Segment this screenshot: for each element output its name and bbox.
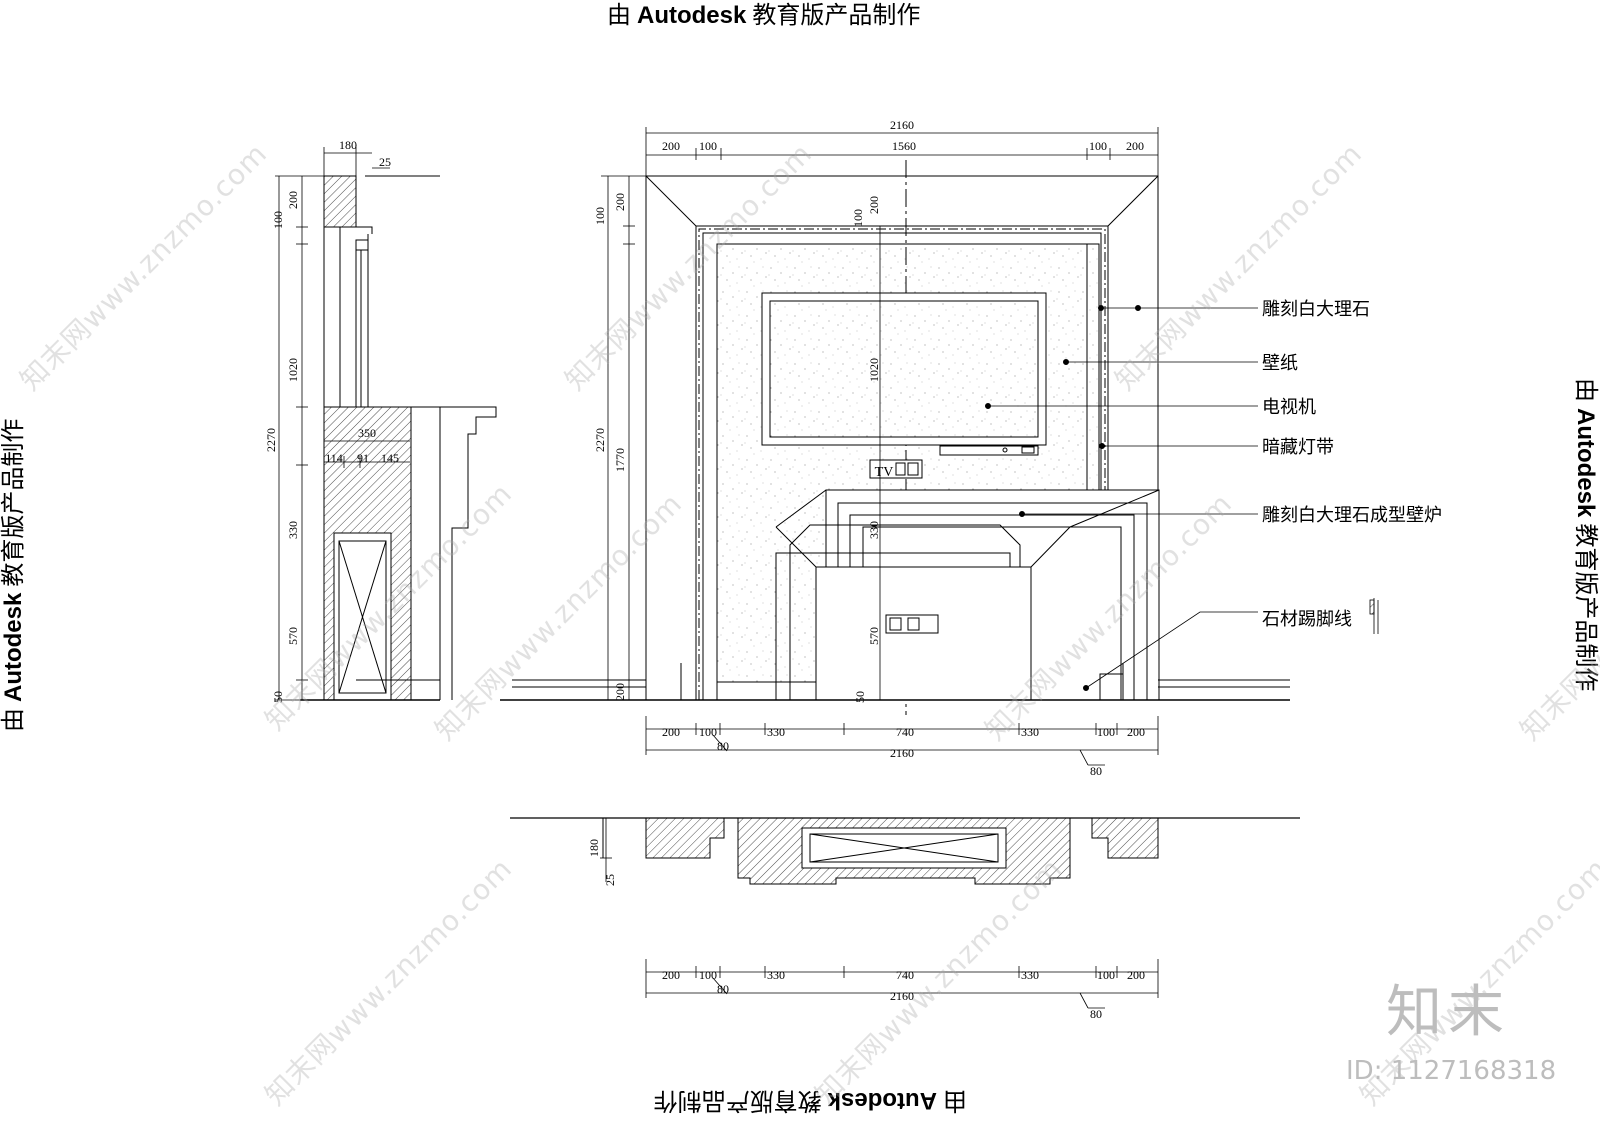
svg-text:740: 740: [896, 725, 914, 739]
svg-text:25: 25: [603, 874, 617, 886]
svg-text:200: 200: [867, 196, 881, 214]
svg-text:50: 50: [853, 691, 867, 703]
front-dimensions: [601, 127, 1159, 766]
svg-text:350: 350: [358, 426, 376, 440]
material-labels: 雕刻白大理石 壁纸 电视机 暗藏灯带 雕刻白大理石成型壁炉 石材踢脚线: [1262, 299, 1442, 629]
label-skirting: 石材踢脚线: [1262, 609, 1352, 629]
autodesk-stamp-top: 由 Autodesk 教育版产品制作: [607, 2, 921, 29]
svg-text:1770: 1770: [613, 448, 627, 472]
svg-text:100: 100: [593, 207, 607, 225]
plan-dim-text: 180 25 200 100 330 740 330 100 200 2160 …: [587, 839, 1145, 1021]
plan-view: [510, 817, 1300, 885]
svg-text:1020: 1020: [286, 358, 300, 382]
label-tv: 电视机: [1262, 397, 1316, 417]
svg-text:80: 80: [717, 739, 729, 753]
svg-text:TV: TV: [875, 465, 894, 480]
svg-text:100: 100: [1097, 725, 1115, 739]
svg-text:80: 80: [1090, 1007, 1102, 1021]
svg-text:200: 200: [613, 193, 627, 211]
svg-text:200: 200: [662, 968, 680, 982]
front-elevation: [500, 160, 1290, 715]
label-light-strip: 暗藏灯带: [1262, 437, 1334, 457]
svg-text:25: 25: [379, 155, 391, 169]
svg-text:2270: 2270: [593, 428, 607, 452]
leader-lines: [985, 304, 1258, 692]
svg-text:200: 200: [1127, 725, 1145, 739]
svg-text:200: 200: [1126, 139, 1144, 153]
skirting-detail: [1369, 598, 1379, 634]
svg-text:2160: 2160: [890, 746, 914, 760]
svg-text:330: 330: [767, 968, 785, 982]
tv-screen: [769, 300, 1039, 438]
side-dims: [275, 147, 410, 701]
label-wallpaper: 壁纸: [1262, 353, 1298, 373]
svg-text:80: 80: [717, 982, 729, 996]
svg-text:330: 330: [767, 725, 785, 739]
svg-text:200: 200: [662, 139, 680, 153]
brand-logo: 知末: [1386, 980, 1510, 1045]
svg-text:200: 200: [613, 683, 627, 701]
svg-text:330: 330: [867, 521, 881, 539]
label-fireplace: 雕刻白大理石成型壁炉: [1262, 505, 1442, 525]
svg-text:114: 114: [325, 451, 343, 465]
svg-text:180: 180: [339, 138, 357, 152]
svg-text:570: 570: [867, 627, 881, 645]
svg-text:1020: 1020: [867, 358, 881, 382]
svg-text:200: 200: [1127, 968, 1145, 982]
svg-text:100: 100: [699, 725, 717, 739]
svg-text:330: 330: [1021, 725, 1039, 739]
svg-text:330: 330: [286, 521, 300, 539]
svg-text:91: 91: [357, 451, 369, 465]
svg-text:1560: 1560: [892, 139, 916, 153]
svg-text:180: 180: [587, 839, 601, 857]
svg-text:50: 50: [271, 691, 285, 703]
plan-dims: [600, 818, 1159, 1009]
svg-text:740: 740: [896, 968, 914, 982]
svg-text:100: 100: [1089, 139, 1107, 153]
side-section: [300, 175, 497, 701]
label-marble: 雕刻白大理石: [1262, 299, 1370, 319]
dim-top-total: 2160: [890, 118, 914, 132]
svg-text:570: 570: [286, 627, 300, 645]
svg-text:200: 200: [662, 725, 680, 739]
svg-text:2270: 2270: [264, 428, 278, 452]
svg-text:100: 100: [699, 968, 717, 982]
side-dim-text: 180 25 200 100 1020 2270 330 570 50 350 …: [264, 138, 399, 703]
svg-text:100: 100: [271, 211, 285, 229]
svg-text:330: 330: [1021, 968, 1039, 982]
front-dim-text: 2160 200 100 1560 100 200 200 100 330 74…: [593, 118, 1145, 778]
id-label: ID: 1127168318: [1346, 1056, 1557, 1086]
svg-text:200: 200: [286, 191, 300, 209]
svg-text:2160: 2160: [890, 989, 914, 1003]
svg-text:100: 100: [851, 209, 865, 227]
svg-text:100: 100: [1097, 968, 1115, 982]
svg-text:100: 100: [699, 139, 717, 153]
svg-text:145: 145: [381, 451, 399, 465]
svg-text:80: 80: [1090, 764, 1102, 778]
